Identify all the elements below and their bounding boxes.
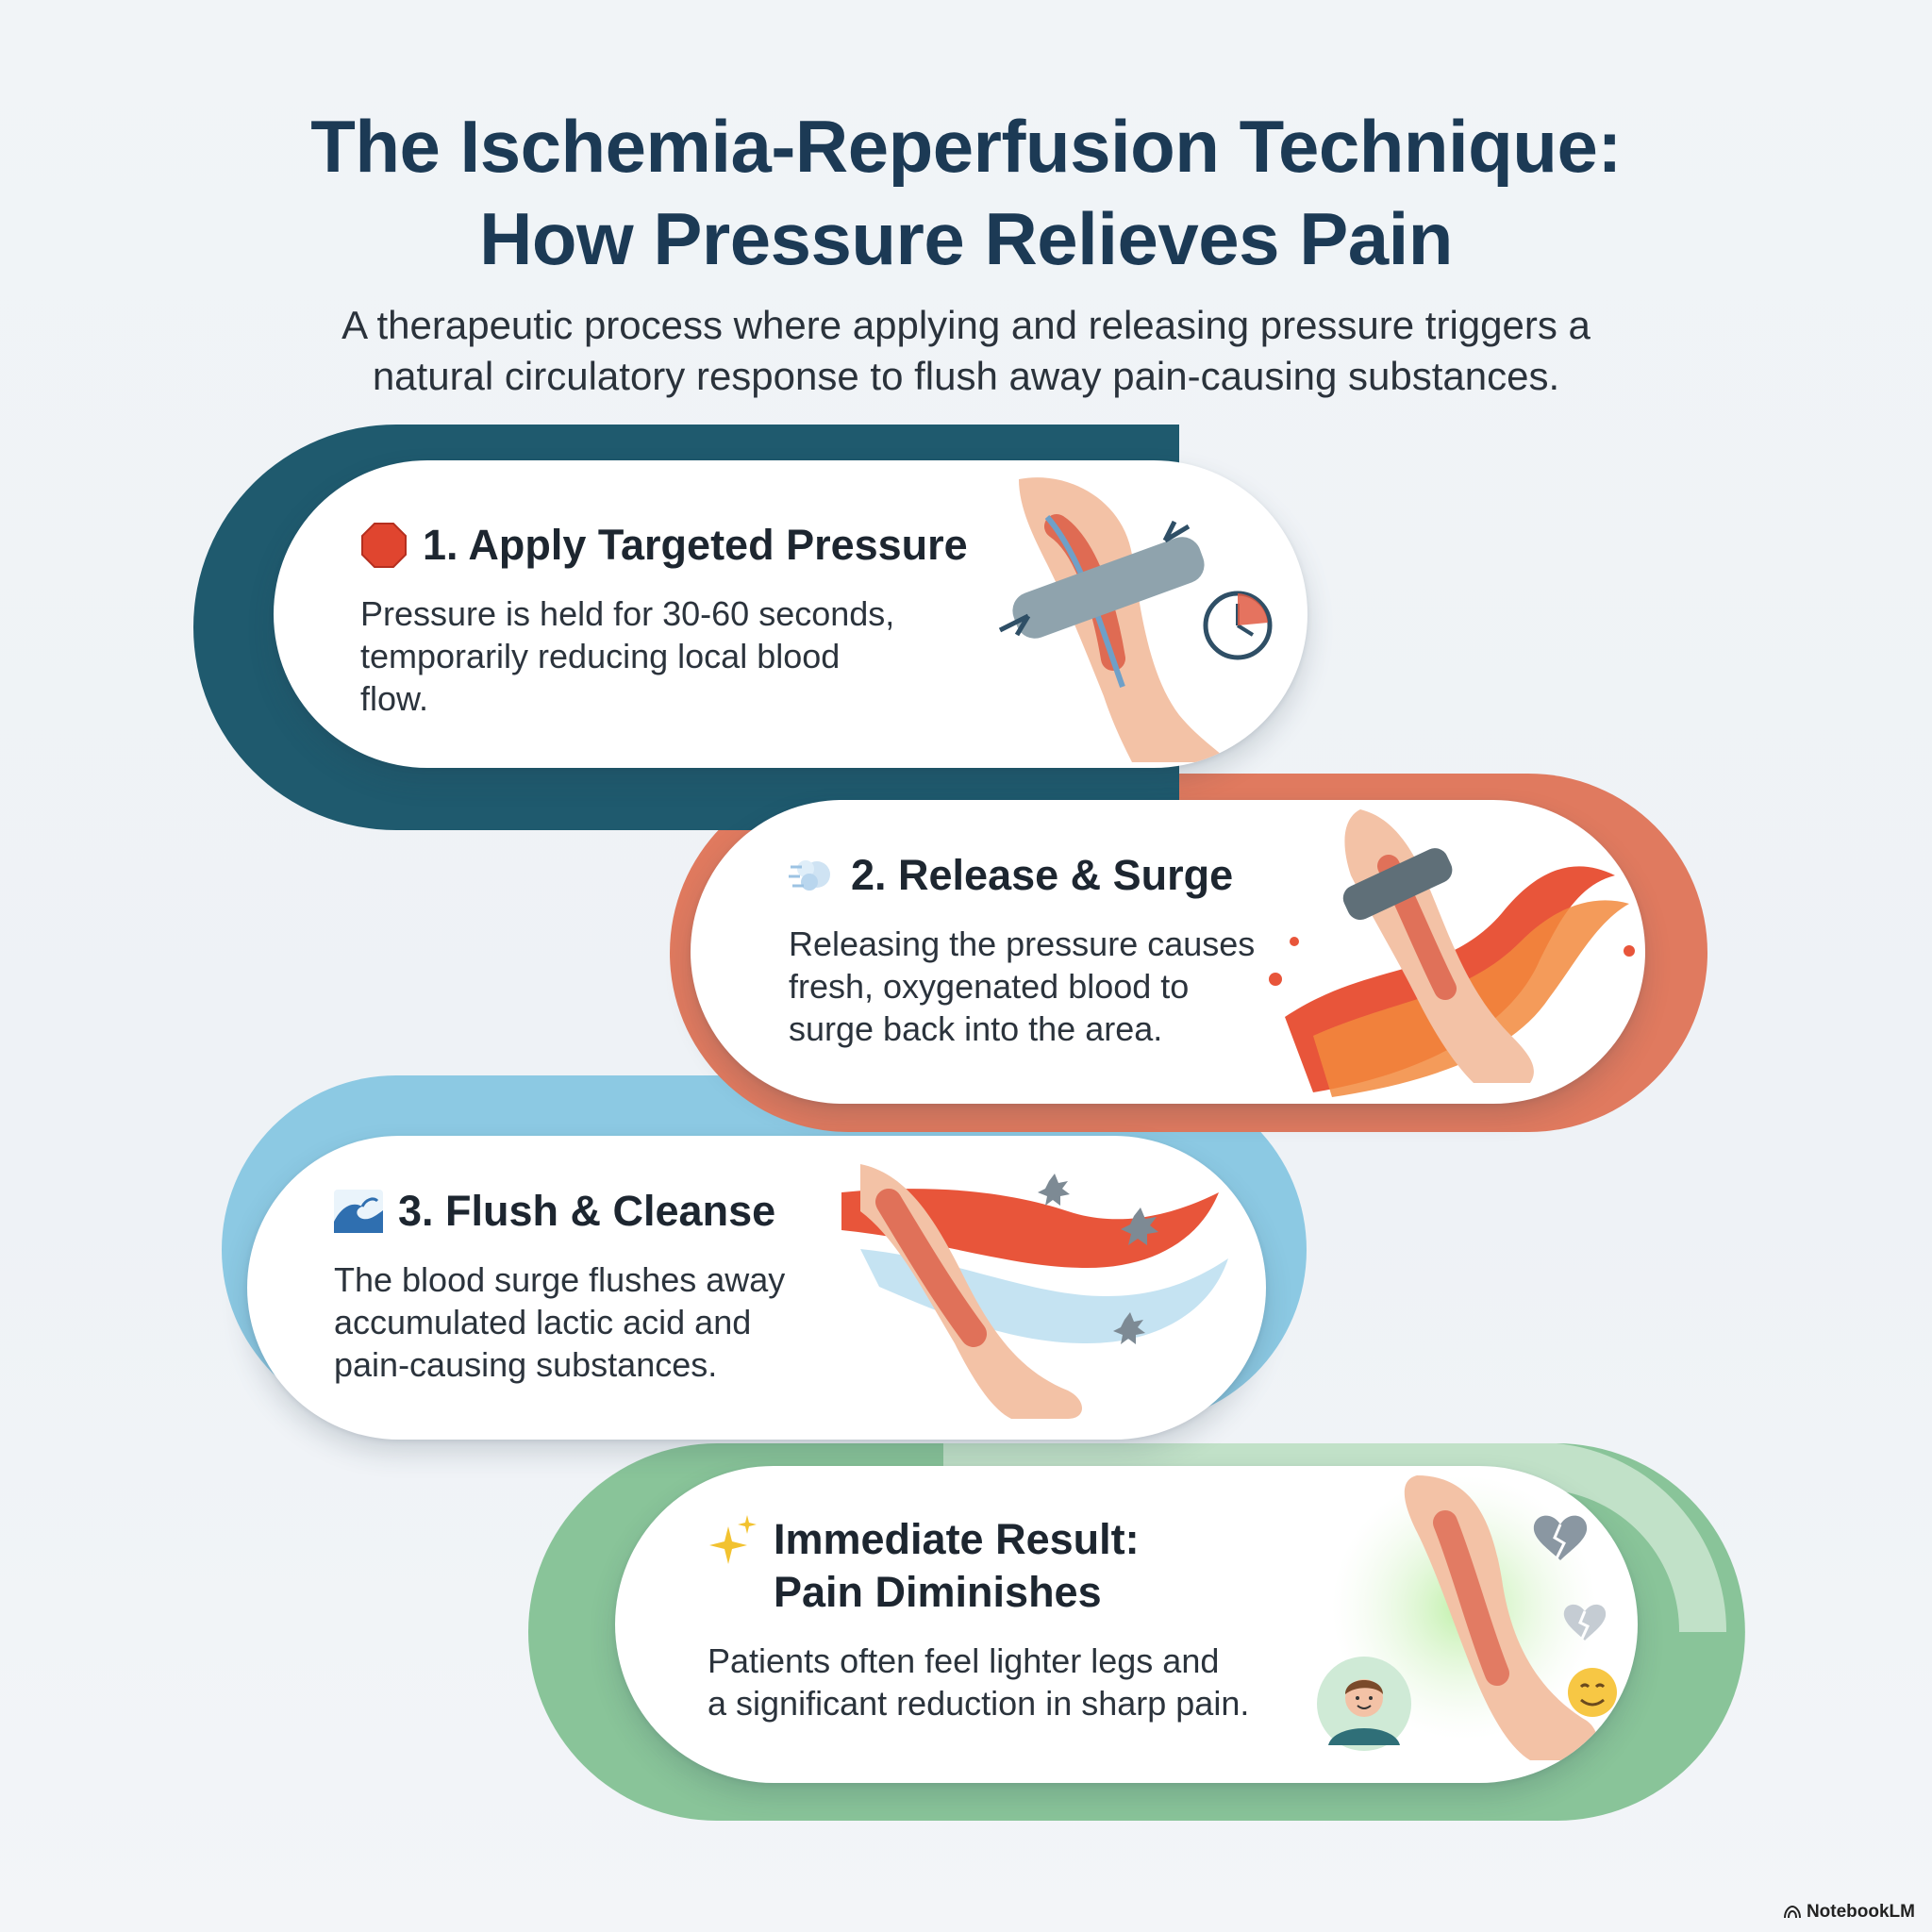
- subtitle-line-1: A therapeutic process where applying and…: [341, 303, 1591, 347]
- step-1-description: Pressure is held for 30-60 seconds, temp…: [360, 594, 895, 718]
- step-2-title-text: 2. Release & Surge: [851, 851, 1234, 899]
- step-3-title: 3. Flush & Cleanse: [334, 1185, 881, 1238]
- step-4-title: Immediate Result: Pain Diminishes: [708, 1513, 1311, 1619]
- step-1-title-text: 1. Apply Targeted Pressure: [423, 521, 968, 569]
- step-3-title-text: 3. Flush & Cleanse: [398, 1187, 776, 1235]
- step-card-2: 2. Release & Surge Releasing the pressur…: [691, 800, 1645, 1104]
- leg-blood-surge-illustration: [1269, 809, 1635, 1097]
- sparkles-icon: [709, 1515, 757, 1564]
- patient-avatar-icon: [1317, 1657, 1411, 1751]
- brand-name: NotebookLM: [1806, 1902, 1915, 1922]
- subtitle-line-2: natural circulatory response to flush aw…: [372, 354, 1560, 398]
- step-card-1: 1. Apply Targeted Pressure Pressure is h…: [274, 460, 1307, 768]
- page-subtitle: A therapeutic process where applying and…: [189, 300, 1743, 402]
- step-2-description: Releasing the pressure causes fresh, oxy…: [789, 924, 1256, 1048]
- step-3-description: The blood surge flushes away accumulated…: [334, 1260, 786, 1384]
- step-card-4: Immediate Result: Pain Diminishes Patien…: [615, 1466, 1638, 1783]
- dash-puff-icon: [789, 860, 830, 891]
- step-2-title: 2. Release & Surge: [789, 849, 1317, 902]
- leg-pressure-cuff-illustration: [998, 477, 1273, 762]
- broken-heart-icon: [1533, 1515, 1588, 1560]
- step-4-title-line-1: Immediate Result:: [774, 1515, 1140, 1563]
- notebooklm-logo-icon: [1783, 1906, 1801, 1919]
- broken-heart-faded-icon: [1563, 1604, 1607, 1641]
- wave-icon: [334, 1190, 383, 1233]
- brand-watermark: NotebookLM: [1783, 1902, 1915, 1923]
- title-line-2: How Pressure Relieves Pain: [479, 197, 1453, 280]
- step-card-3: 3. Flush & Cleanse The blood surge flush…: [247, 1136, 1266, 1440]
- step-1-title: 1. Apply Targeted Pressure: [360, 519, 1040, 572]
- smiling-face-icon: [1568, 1668, 1617, 1717]
- stop-sign-icon: [361, 523, 407, 568]
- title-line-1: The Ischemia-Reperfusion Technique:: [310, 105, 1622, 188]
- leg-flush-illustration: [841, 1164, 1228, 1419]
- step-4-description: Patients often feel lighter legs and a s…: [708, 1641, 1250, 1723]
- page-title: The Ischemia-Reperfusion Technique: How …: [0, 100, 1932, 285]
- step-4-title-line-2: Pain Diminishes: [774, 1568, 1102, 1616]
